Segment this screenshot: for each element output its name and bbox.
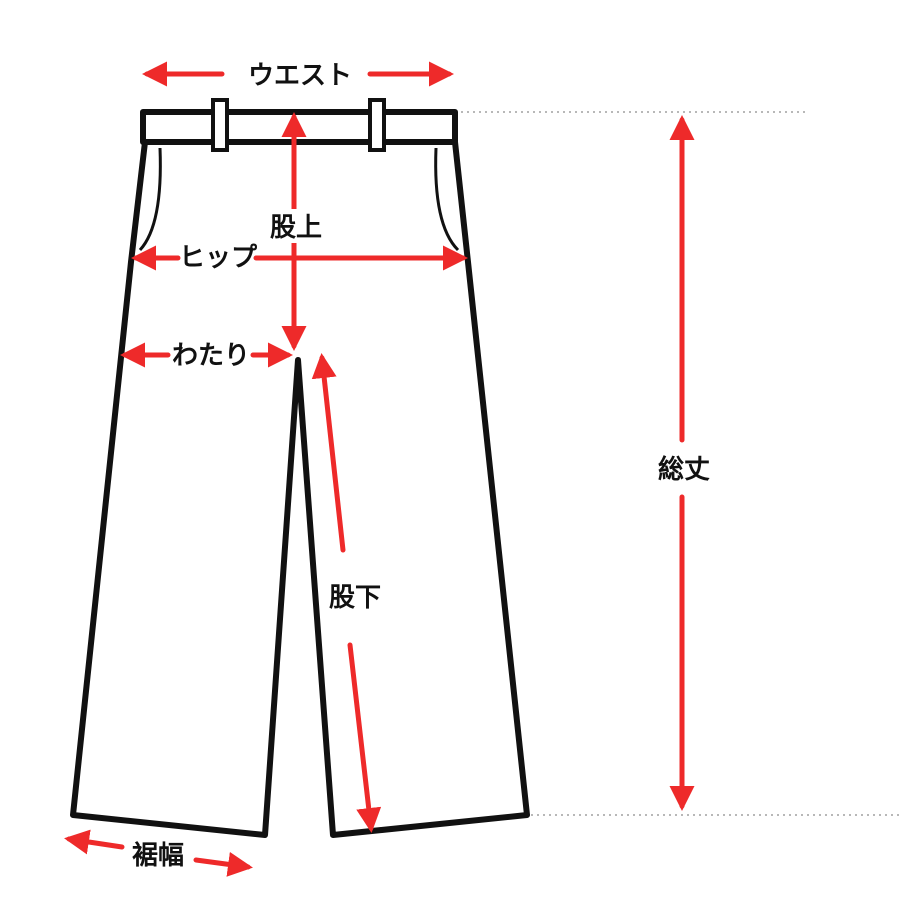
- belt-loop-right: [368, 98, 386, 152]
- rise-label: 股上: [270, 213, 322, 243]
- hem-width-label: 裾幅: [132, 841, 184, 871]
- inseam-label-bg: [320, 580, 390, 614]
- belt-loop-left: [211, 98, 229, 152]
- pants-body: [70, 139, 530, 838]
- inseam-label: 股下: [329, 583, 381, 613]
- rise-label-bg: [264, 209, 330, 243]
- hem-width-arrow-right: [193, 851, 253, 877]
- thigh-label: わたり: [172, 341, 250, 371]
- measurement-arrows: [64, 61, 695, 877]
- hem-width-arrow-left: [64, 829, 125, 855]
- waistband: [140, 109, 458, 145]
- pocket-right: [434, 147, 460, 252]
- waist-label: ウエスト: [248, 61, 352, 91]
- inseam-arrow-up: [311, 353, 346, 553]
- inseam-arrow-down: [347, 642, 382, 833]
- hip-label: ヒップ: [179, 243, 258, 273]
- total-length-label: 総丈: [658, 454, 710, 485]
- pocket-left: [138, 147, 162, 252]
